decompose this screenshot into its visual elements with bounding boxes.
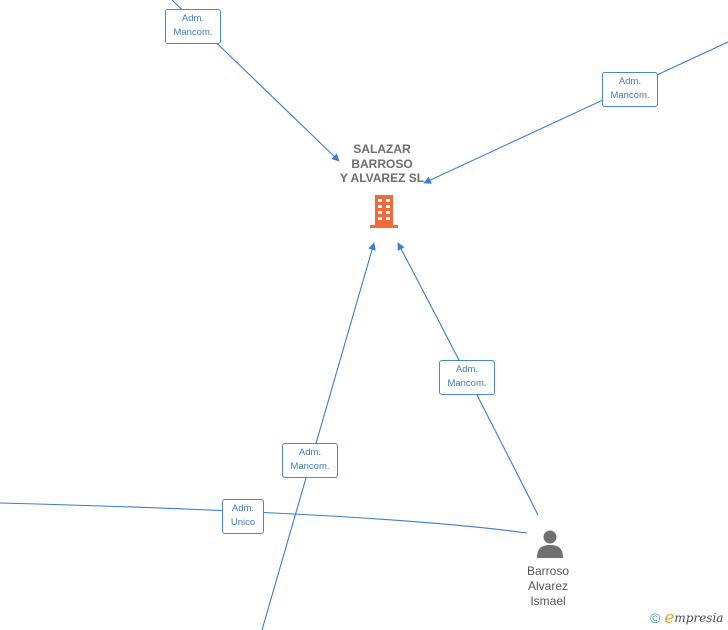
- relation-label-person-unico[interactable]: Adm. Unico: [222, 499, 264, 534]
- edge-bottom-left: [261, 242, 376, 630]
- company-name-line: BARROSO: [351, 156, 413, 171]
- relation-label-line: Mancom.: [447, 378, 487, 389]
- relation-label-top-left[interactable]: Adm. Mancom.: [165, 9, 221, 44]
- relation-label-line: Adm.: [231, 503, 255, 514]
- relation-label-line: Mancom.: [610, 90, 650, 101]
- edge-person-unico: [0, 502, 528, 534]
- relation-label-top-right[interactable]: Adm. Mancom.: [602, 72, 658, 107]
- person-name-line: Alvarez: [527, 579, 568, 593]
- relation-label-line: Adm.: [455, 364, 479, 375]
- relation-label-person-to-company[interactable]: Adm. Mancom.: [439, 360, 495, 395]
- company-name-line: SALAZAR: [353, 142, 411, 156]
- relation-label-line: Adm.: [618, 76, 642, 87]
- relation-label-line: Adm.: [298, 447, 322, 458]
- person-name-line: Barroso: [526, 564, 570, 578]
- relation-label-line: Mancom.: [173, 27, 213, 38]
- brand-logo-text: mpresia: [674, 611, 724, 625]
- person-name[interactable]: Barroso Alvarez Ismael: [500, 564, 596, 609]
- relation-label-bottom-left[interactable]: Adm. Mancom.: [282, 443, 338, 478]
- person-name-line: Ismael: [530, 594, 566, 608]
- relation-label-line: Adm.: [181, 13, 205, 24]
- company-name-line: Y ALVAREZ SL: [339, 171, 425, 185]
- brand-watermark: © e mpresia: [650, 608, 724, 628]
- copyright-icon: ©: [650, 610, 661, 626]
- edge-top-right: [423, 41, 728, 184]
- brand-logo-initial: e: [664, 608, 675, 628]
- relation-label-line: Mancom.: [290, 461, 330, 472]
- company-name[interactable]: SALAZAR BARROSO Y ALVAREZ SL: [322, 142, 442, 186]
- building-icon[interactable]: [367, 193, 401, 229]
- relation-label-line: Unico: [230, 517, 256, 528]
- person-icon[interactable]: [534, 527, 566, 559]
